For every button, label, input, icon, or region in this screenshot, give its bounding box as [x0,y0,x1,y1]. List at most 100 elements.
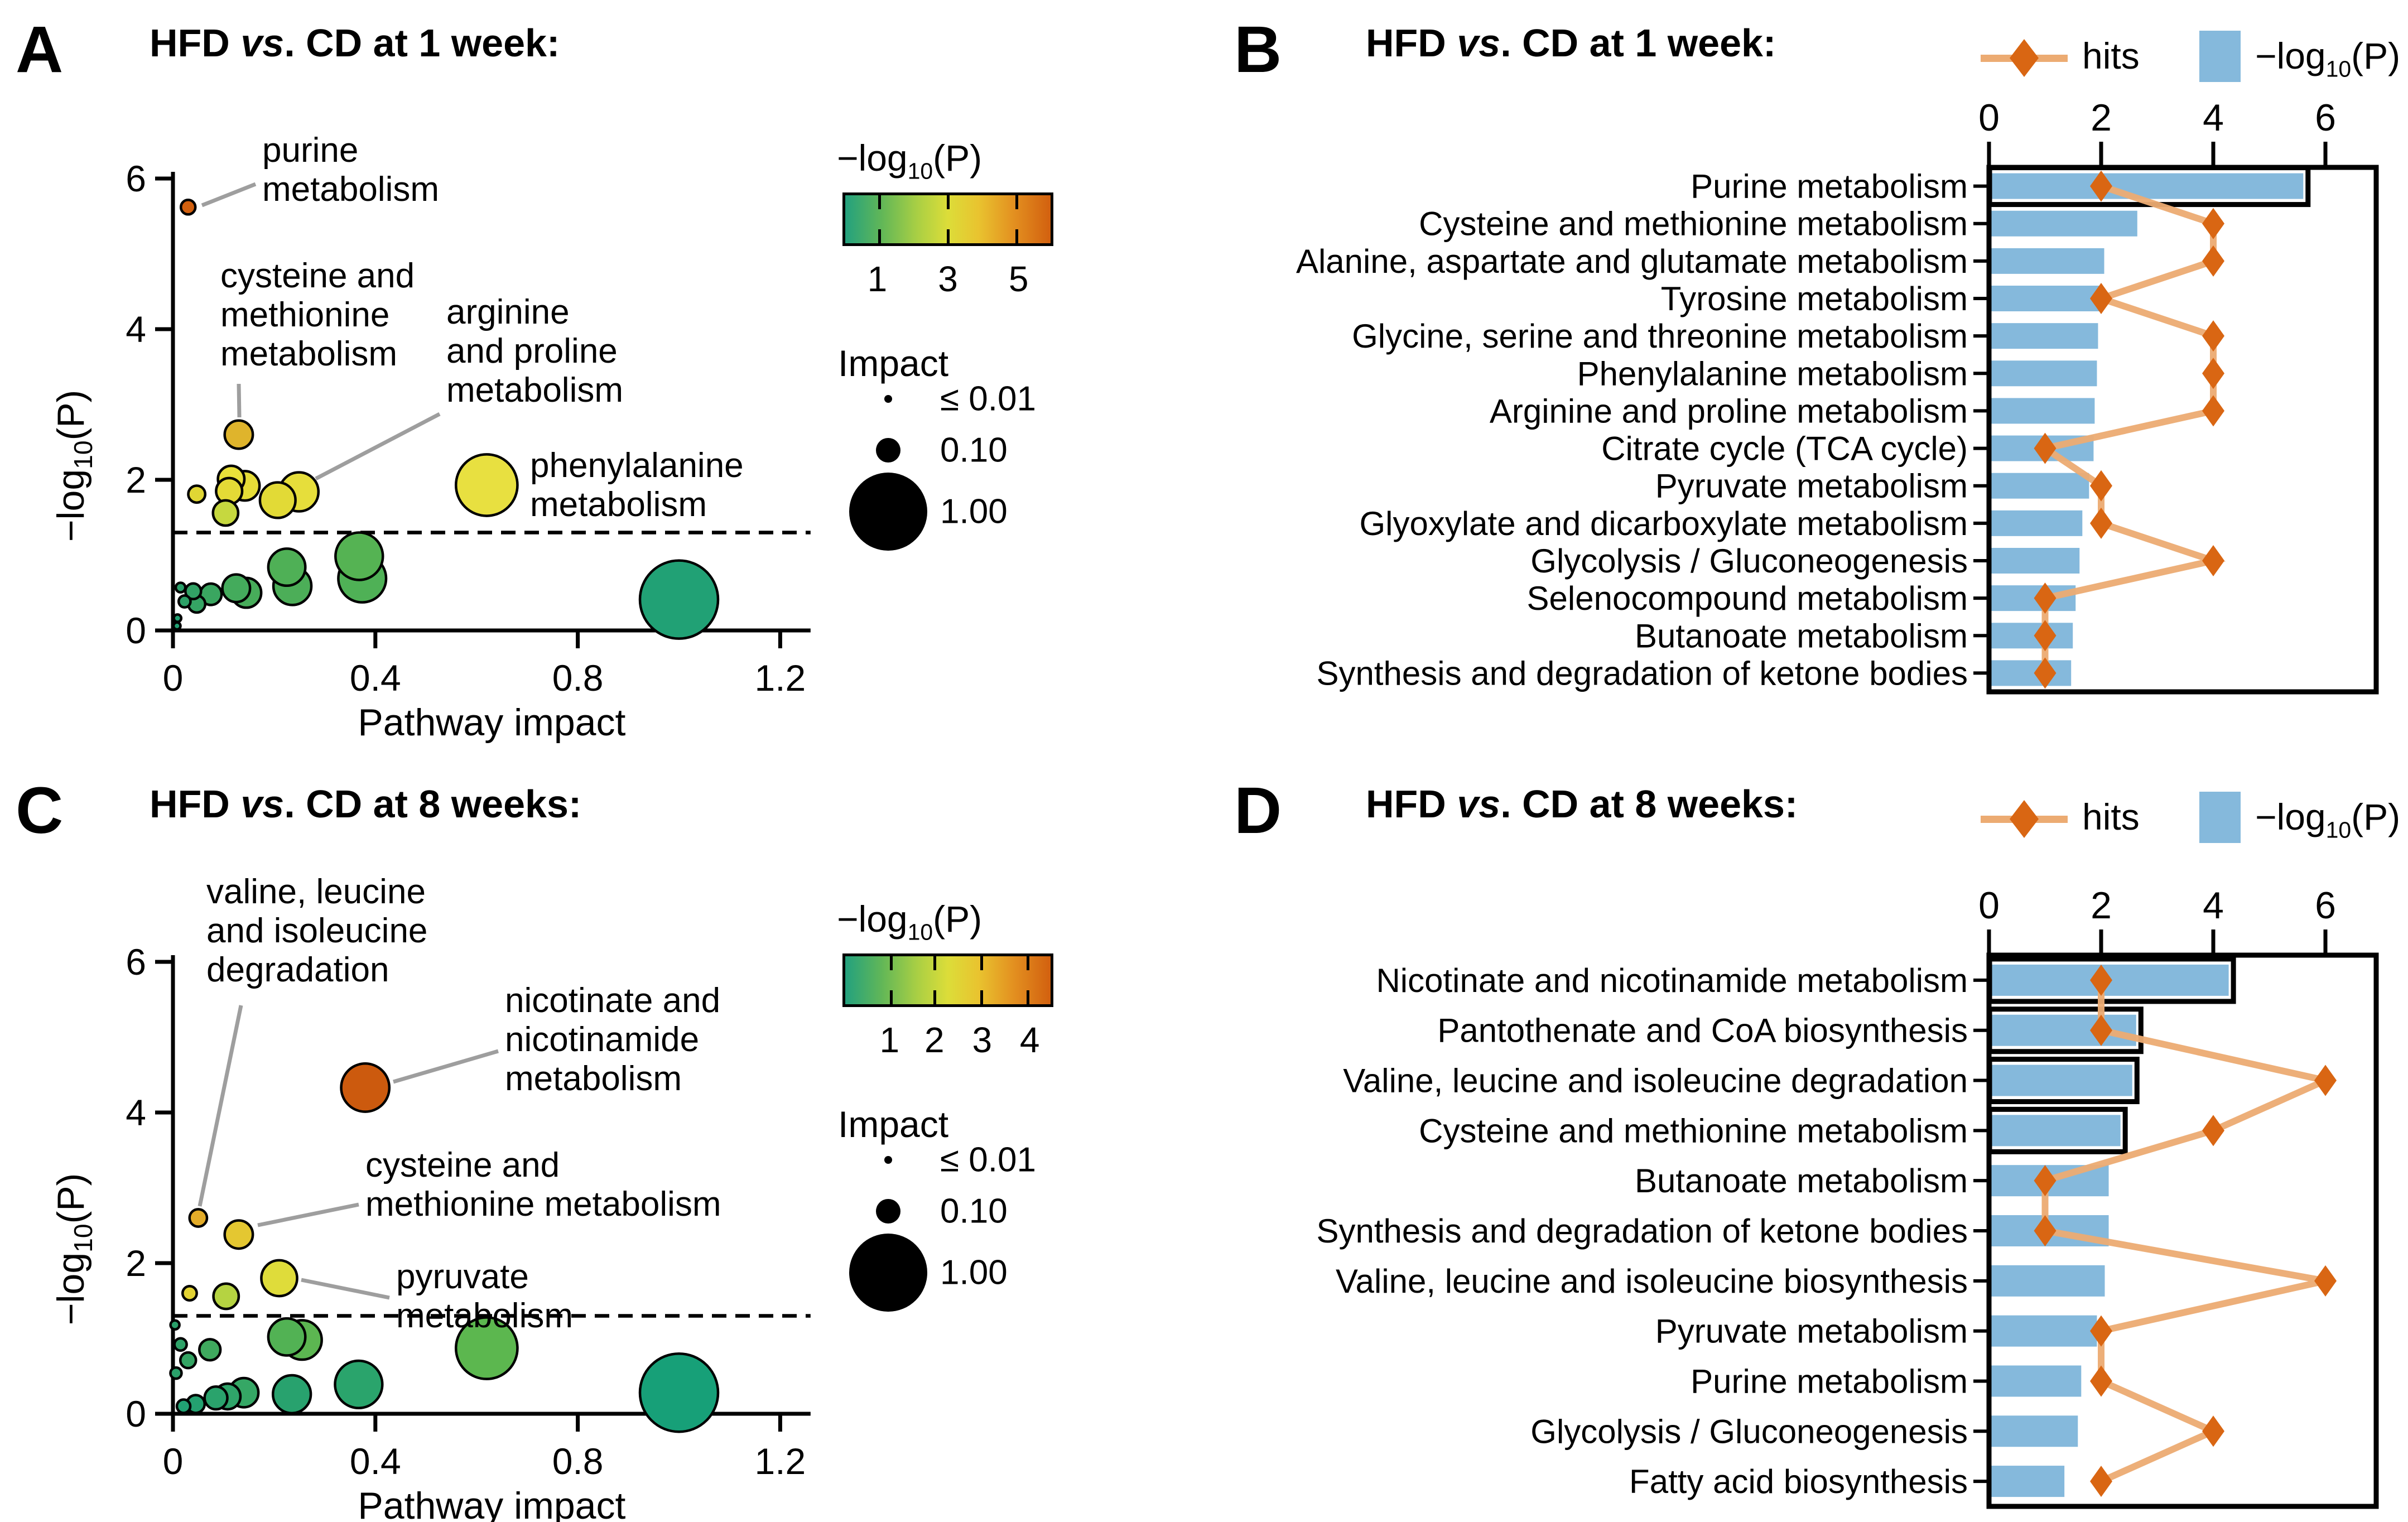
hits-diamond [2314,1065,2337,1096]
gradient-tick [878,229,881,243]
gradient-tick [947,229,950,243]
category-label: Valine, leucine and isoleucine degradati… [1343,1062,1968,1100]
x-tick-label: 0 [163,657,184,699]
gradient-tick-label: 3 [972,1020,993,1060]
hits-diamond [2202,245,2224,277]
title-post: . CD at 1 week: [284,21,560,65]
impact-size-label: 0.10 [940,431,1008,470]
x-tick-label: 2 [2091,97,2112,139]
category-label: Alanine, aspartate and glutamate metabol… [1296,243,1968,280]
significant-bar-outline [1987,956,2236,1004]
gradient-tick [878,195,881,209]
color-gradient-bar [842,953,1053,1007]
hits-diamond [2202,358,2224,389]
x-tick-label: 0.4 [350,1441,401,1482]
pathway-bubble [223,419,254,450]
category-label: Butanoate metabolism [1635,1162,1968,1200]
p-value-bar [1991,510,2083,536]
impact-size-dot [876,1199,900,1224]
p-value-bar [1991,585,2076,611]
annotation-label: and isoleucine [206,912,427,950]
bar-label-pre: −log [2255,796,2326,837]
annotation-label: metabolism [220,335,397,373]
panel-title-d: HFD vs. CD at 8 weeks: [1366,784,1798,823]
p-value-bar [1991,248,2104,274]
gradient-tick-label: 1 [867,259,888,299]
category-label: Purine metabolism [1691,1362,1968,1400]
category-label: Arginine and proline metabolism [1490,392,1968,430]
x-tick-label: 2 [2091,884,2112,927]
category-label: Glycine, serine and threonine metabolism [1352,317,1968,355]
title-post: . CD at 8 weeks: [284,782,582,826]
title-vs: vs [1457,21,1501,65]
pathway-bubble [638,1352,720,1433]
category-label: Purine metabolism [1691,168,1968,205]
x-tick-label: 6 [2315,884,2336,927]
annotation-leader-line [257,1202,359,1227]
legend-title-post: (P) [933,898,983,940]
gradient-tick-label: 3 [938,259,958,299]
p-value-bar [1991,1265,2105,1297]
pathway-bubble [172,621,182,631]
gradient-tick [1015,195,1019,209]
hits-legend-label: hits [2082,796,2140,837]
annotation-label: methionine [220,296,389,334]
gradient-tick-label: 2 [924,1020,945,1060]
pathway-bubble [198,1338,222,1362]
category-label: Cysteine and methionine metabolism [1419,1112,1968,1149]
hits-diamond [2034,657,2057,689]
category-label: Glyoxylate and dicarboxylate metabolism [1359,505,1968,542]
annotation-label: pyruvate [396,1258,529,1296]
gradient-tick [980,990,983,1004]
hits-diamond [2090,1466,2112,1497]
annotation-leader-line [393,1049,499,1084]
p-value-bar [1991,623,2073,649]
p-value-bar [1991,473,2089,499]
x-axis-title: Pathway impact [358,701,625,744]
annotation-label: cysteine and [365,1146,560,1184]
annotation-label: metabolism [446,371,623,410]
gradient-tick-label: 5 [1008,259,1029,299]
title-post: . CD at 1 week: [1500,21,1776,65]
x-tick-label: 0 [1978,97,2000,139]
hits-diamond [2202,545,2224,576]
annotation-label: and proline [446,332,618,370]
impact-size-dot [884,1156,892,1164]
y-tick-label: 2 [126,1242,146,1284]
legend-impact-title: Impact [838,343,949,384]
pathway-bubble [179,1351,198,1370]
x-tick-label: 4 [2203,884,2224,927]
category-label: Citrate cycle (TCA cycle) [1601,430,1968,468]
annotation-label: degradation [206,951,389,989]
pathway-bubble [177,594,192,609]
impact-size-dot [876,438,900,463]
pathway-bubble [271,1374,312,1415]
annotation-label: metabolism [262,170,439,209]
title-vs: vs [240,782,285,826]
hits-diamond [2090,507,2112,539]
hits-diamond [2090,283,2112,314]
title-pre: HFD [150,782,241,826]
hits-diamond [2090,1315,2112,1347]
hits-diamond [2202,395,2224,427]
gradient-tick [890,956,893,970]
significant-bar-outline [1987,1106,2128,1154]
annotation-label: phenylalanine [530,446,744,485]
pathway-bubble [173,1337,188,1352]
panel-title-b: HFD vs. CD at 1 week: [1366,23,1776,62]
title-vs: vs [240,21,285,65]
category-label: Synthesis and degradation of ketone bodi… [1316,654,1968,692]
gradient-tick-label: 1 [879,1020,900,1060]
hits-diamond [2090,170,2112,202]
gradient-fill [845,956,1051,1004]
p-value-bar [1991,286,2100,311]
hits-diamond [2202,320,2224,352]
category-label: Pantothenate and CoA biosynthesis [1437,1012,1968,1049]
category-label: Tyrosine metabolism [1661,280,1968,317]
impact-size-label: 0.10 [940,1192,1008,1231]
panel-label-d: D [1234,774,1282,847]
bar-label-sub: 10 [2325,56,2352,82]
